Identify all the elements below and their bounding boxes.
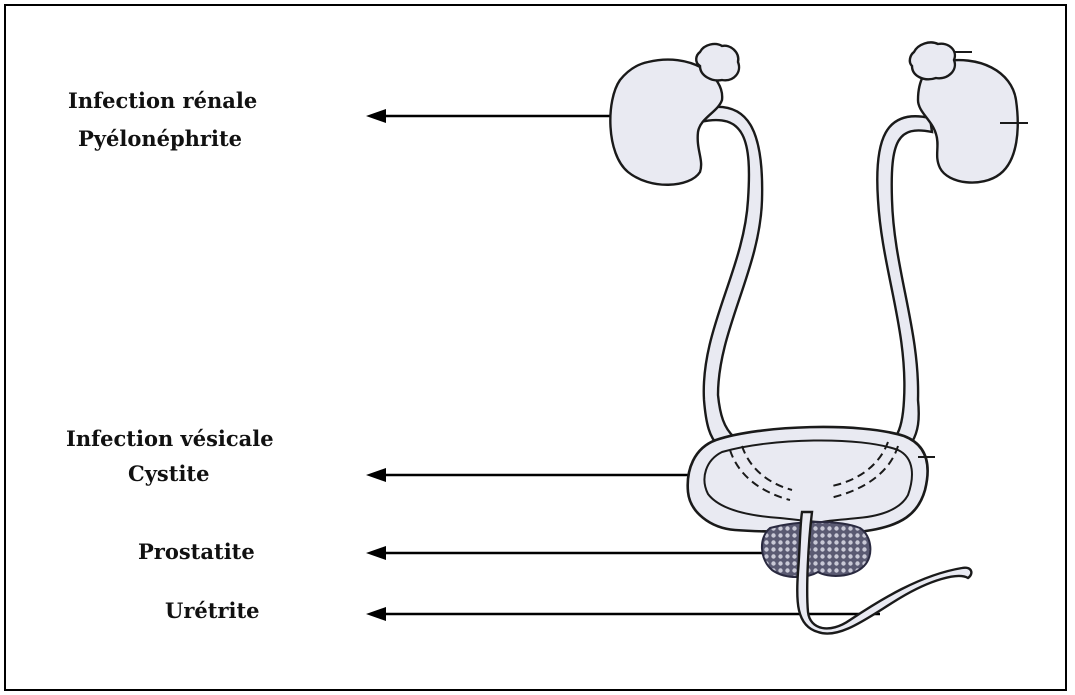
arrow-bladder-head [366,468,386,482]
bladder-inner-wall [704,440,911,522]
arrow-urethra-head [366,607,386,621]
left-ureter [700,107,762,445]
left-kidney [610,60,722,185]
right-adrenal-gland [910,42,955,79]
left-adrenal-gland [696,44,739,80]
prostate [762,522,870,577]
arrow-prostate-head [366,546,386,560]
right-ureter [877,116,932,442]
arrow-kidney-head [366,109,386,123]
